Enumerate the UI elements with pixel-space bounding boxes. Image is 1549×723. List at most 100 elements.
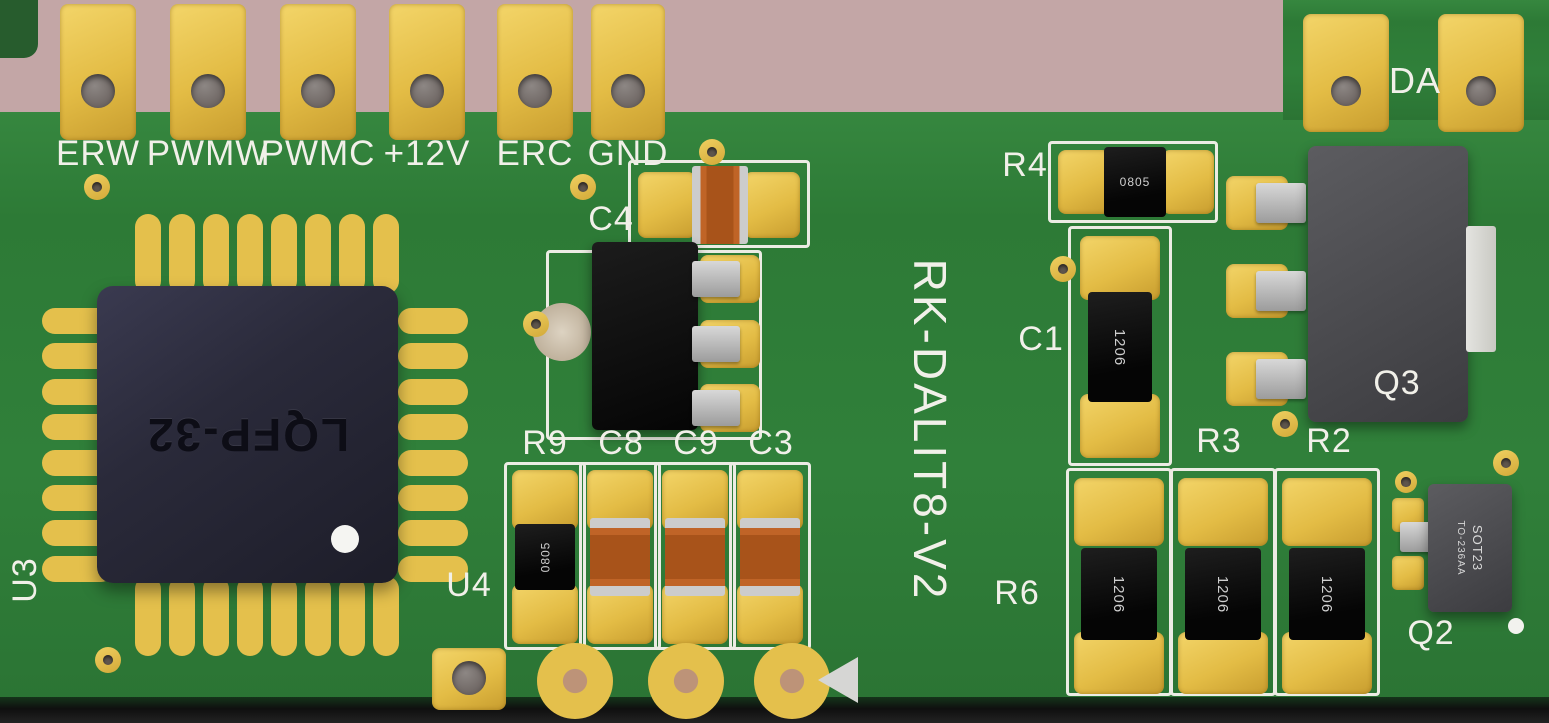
label-gnd: GND [587,134,669,173]
label-c9: C9 [673,424,719,462]
label-c1: C1 [1018,320,1064,358]
pad-hole [611,74,645,108]
r9-pad-top [512,470,578,530]
label-pwmw: PWMW [146,134,270,173]
connector-pad-da-left [1303,14,1389,132]
q2-pad-2 [1392,556,1424,590]
connector-pad-erw [60,4,136,140]
connector-pad-12v [389,4,465,140]
q2-marking: SOT23 TO-236AA [1406,506,1534,590]
via [699,139,725,165]
r-left-pad-top [1074,478,1164,546]
u4-pin-2 [692,326,740,362]
via [1272,411,1298,437]
pad-hole [1331,76,1361,106]
c4-pad-left [638,172,696,238]
r4-body: 0805 [1104,147,1166,217]
label-c3: C3 [748,424,794,462]
label-q2: Q2 [1407,614,1455,652]
r9-silkscreen [504,462,586,650]
silkscreen-arrow [818,657,858,703]
r-mid-marking: 1206 [1214,575,1232,613]
r-mid-body: 1206 [1185,548,1261,640]
connector-pad-erc [497,4,573,140]
q2-marking-line1: SOT23 [1470,524,1485,572]
q3-pin-2 [1256,271,1306,311]
c1-marking: 1206 [1111,328,1129,366]
label-r9: R9 [522,424,568,462]
connector-pad-gnd [591,4,665,140]
label-pwmc: PWMC [260,134,376,173]
label-u3: U3 [6,557,44,603]
via [1050,256,1076,282]
q2-silkscreen-dot [1508,618,1524,634]
label-r6: R6 [994,574,1040,612]
r-right-marking: 1206 [1318,575,1336,613]
u3-pads-right [398,308,468,334]
label-q3: Q3 [1373,364,1421,402]
u3-pins-top [135,214,161,294]
c9-body [665,518,725,596]
pad-hole [1466,76,1496,106]
via [1493,450,1519,476]
r-mid-pad-bottom [1178,632,1268,694]
pad-hole [518,74,552,108]
bottom-round-pad-2 [648,643,724,719]
u4-body [592,242,698,430]
via [84,174,110,200]
bottom-square-pad [432,648,506,710]
r4-pad-right [1162,150,1214,214]
label-r4: R4 [1002,146,1048,184]
pad-hole [301,74,335,108]
c8-silkscreen [579,462,661,650]
c3-body [740,518,800,596]
q2-body: SOT23 TO-236AA [1428,484,1512,612]
c1-pad-top [1080,236,1160,300]
u3-pins-bottom [135,576,161,656]
u4-pin-3 [692,390,740,426]
r-left-marking: 1206 [1110,575,1128,613]
label-c8: C8 [598,424,644,462]
q3-pin-3 [1256,359,1306,399]
bottom-round-pad-3 [754,643,830,719]
q3-body [1308,146,1468,422]
label-r3: R3 [1196,422,1242,460]
u4-pin-1 [692,261,740,297]
label-r2: R2 [1306,422,1352,460]
pad-hole [452,661,486,695]
r9-marking: 0805 [537,541,552,573]
connector-pad-pwmw [170,4,246,140]
u3-pin1-dot [331,525,359,553]
r-right-body: 1206 [1289,548,1365,640]
label-da: DA [1388,60,1441,101]
u3-package-marking: LQFP-32 [145,408,350,461]
label-erw: ERW [55,134,141,173]
label-12v: +12V [383,134,471,173]
r9-body: 0805 [515,524,575,590]
pad-hole [410,74,444,108]
r9-pad-bottom [512,584,578,644]
connector-pad-da-right [1438,14,1524,132]
c1-pad-bottom [1080,394,1160,458]
r4-silkscreen [1048,141,1218,223]
c4-body [692,166,748,244]
c1-silkscreen [1068,226,1172,466]
q2-marking-line2: TO-236AA [1455,520,1466,576]
q3-tab [1466,226,1496,352]
q3-pin-1 [1256,183,1306,223]
label-c4: C4 [588,200,634,238]
board-corner-top-left [0,0,38,58]
connector-pad-pwmc [280,4,356,140]
r4-marking: 0805 [1119,175,1151,189]
via [95,647,121,673]
r4-pad-left [1058,150,1110,214]
pad-hole [81,74,115,108]
r-right-pad-top [1282,478,1372,546]
r-mid-pad-top [1178,478,1268,546]
via [523,311,549,337]
r-left-pad-bottom [1074,632,1164,694]
c1-body: 1206 [1088,292,1152,402]
label-u4: U4 [446,566,492,604]
board-title: RK-DALIT8-V2 [904,258,956,602]
